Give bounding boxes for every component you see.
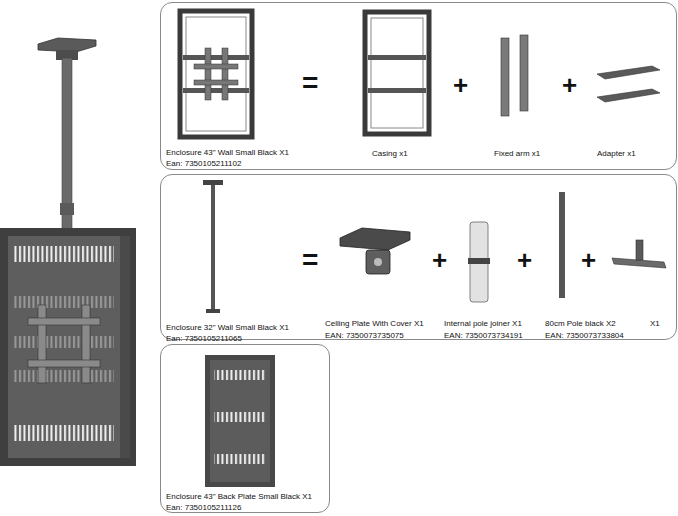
pole-joint [60, 203, 74, 215]
plate-bracket [366, 250, 390, 274]
operator-symbol: = [302, 243, 318, 277]
vesa-bar [38, 305, 46, 383]
part-name: 80cm Pole black X2 [545, 319, 616, 329]
operator-symbol: + [517, 245, 532, 276]
ean-code: EAN: 7350073733804 [545, 331, 624, 341]
part-name: Casing x1 [372, 149, 408, 159]
product-panel: Enclosure 32" Wall Small Black X1Ean: 73… [160, 174, 677, 340]
operator-symbol: + [453, 70, 468, 101]
vesa-bar [82, 305, 90, 383]
part-name: Internal pole joiner X1 [444, 319, 522, 329]
enclosure-panel [8, 236, 120, 458]
ean-code: Ean: 7350105211102 [166, 159, 241, 169]
enclosure-frame [0, 228, 136, 466]
arm-rail [194, 64, 238, 69]
operator-symbol: = [302, 66, 318, 100]
arm-rail [194, 80, 238, 85]
ean-code: EAN: 7350073734191 [444, 331, 523, 341]
enclosure-side [120, 236, 130, 458]
pole-foot [206, 309, 220, 313]
ean-code: Ean: 7350105211065 [166, 334, 242, 344]
casing-rail [183, 88, 249, 93]
ceiling-plate [340, 228, 410, 250]
bolt [374, 258, 382, 266]
product-name: Enclosure 32" Wall Small Black X1 [166, 323, 289, 333]
pole [559, 192, 565, 298]
operator-symbol: + [432, 245, 447, 276]
ean-code: EAN: 7350073735075 [325, 331, 404, 341]
vent-row [214, 370, 266, 380]
vent-row [14, 336, 114, 348]
vesa-rail [28, 360, 100, 367]
casing-rail [368, 88, 426, 93]
operator-symbol: + [581, 245, 596, 276]
vent-row [14, 296, 114, 308]
adapter-rail [597, 66, 660, 79]
casing-inner [186, 17, 246, 131]
ceiling-plate [38, 38, 96, 52]
operator-symbol: + [562, 70, 577, 101]
ceiling-plate [203, 180, 223, 185]
ean-code: Ean: 7350105211126 [166, 503, 241, 513]
casing-frame [180, 11, 252, 137]
vent-row [14, 425, 114, 441]
vesa-rail [28, 318, 100, 325]
back-plate-inner [210, 360, 270, 482]
casing-frame [365, 12, 429, 134]
casing-rail [368, 55, 426, 60]
casing-rail [183, 55, 249, 60]
adapter-rail [597, 89, 660, 102]
product-name: Enclosure 43" Back Plate Small Black X1 [166, 492, 312, 502]
product-panel: Enclosure 43" Back Plate Small Black X1E… [160, 344, 330, 513]
vent-row [214, 412, 266, 422]
joiner-band [468, 258, 490, 264]
t-adapter-stub [636, 240, 643, 260]
quantity: X1 [650, 319, 660, 329]
vent-row [14, 246, 114, 262]
part-name: Fixed arm x1 [494, 149, 540, 159]
product-name: Enclosure 43" Wall Small Black X1 [166, 148, 289, 158]
arm-bar [205, 48, 211, 100]
back-plate [205, 355, 275, 487]
part-name: Celling Plate With Cover X1 [325, 319, 424, 329]
part-name: Adapter x1 [597, 149, 636, 159]
fixed-arm [501, 38, 509, 116]
casing-inner [371, 18, 423, 128]
fixed-arm [520, 35, 528, 111]
product-panel: Enclosure 43" Wall Small Black X1Ean: 73… [160, 2, 677, 170]
arm-bar [222, 48, 228, 100]
vent-row [14, 370, 114, 382]
vent-row [214, 454, 266, 464]
pole [211, 185, 215, 311]
